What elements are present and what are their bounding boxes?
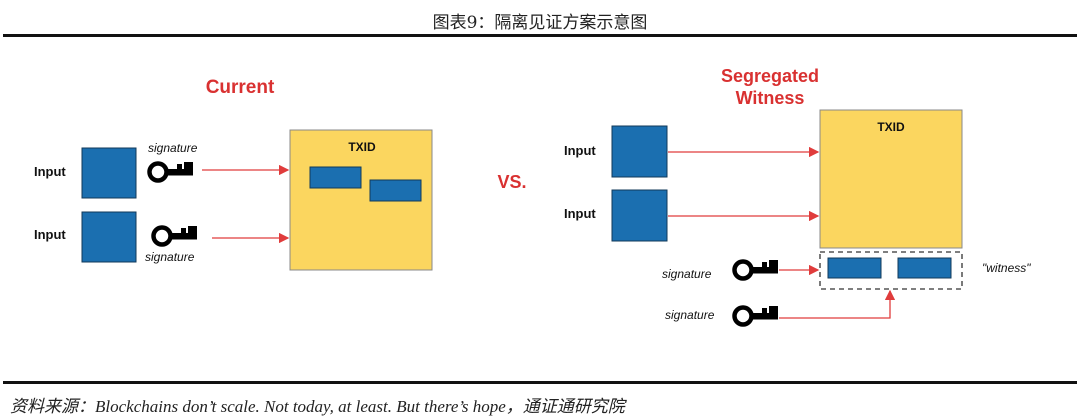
vs-label: VS.	[497, 172, 526, 192]
key-icon	[150, 162, 194, 181]
current-input-box-1	[81, 147, 137, 199]
witness-label: "witness"	[982, 261, 1031, 275]
witness-data-1	[827, 257, 882, 279]
segwit-heading-line-1: Segregated	[721, 66, 819, 86]
current-input-label-1: Input	[34, 164, 66, 179]
top-rule	[3, 34, 1077, 37]
segwit-txid-label: TXID	[877, 120, 905, 134]
current-signature-label-2: signature	[145, 250, 195, 264]
segwit-txid-box	[819, 109, 963, 249]
segwit-diagram: Current Input Input signature signature …	[34, 66, 1031, 378]
witness-data-2	[897, 257, 952, 279]
segwit-input-box-2	[611, 189, 668, 242]
current-heading: Current	[206, 77, 275, 98]
current-txid-data-1	[309, 166, 362, 189]
segwit-input-label-1: Input	[564, 143, 596, 158]
segwit-heading-line-2: Witness	[736, 88, 805, 108]
figure-source: 资料来源：Blockchains don’t scale. Not today,…	[10, 397, 625, 416]
key-icon	[735, 260, 779, 279]
key-icon	[735, 306, 779, 325]
current-input-label-2: Input	[34, 227, 66, 242]
bottom-rule	[3, 381, 1077, 384]
current-txid-label: TXID	[348, 140, 376, 154]
segwit-signature-label-1: signature	[662, 267, 712, 281]
figure-title: 图表9：隔离见证方案示意图	[432, 13, 648, 33]
segwit-witness-arrow-2	[779, 289, 896, 319]
key-icon	[154, 226, 198, 245]
segwit-signature-label-2: signature	[665, 308, 715, 322]
segwit-input-label-2: Input	[564, 206, 596, 221]
segwit-input-box-1	[611, 125, 668, 178]
current-input-box-2	[81, 211, 137, 263]
current-signature-label-1: signature	[148, 141, 198, 155]
current-txid-data-2	[369, 179, 422, 202]
